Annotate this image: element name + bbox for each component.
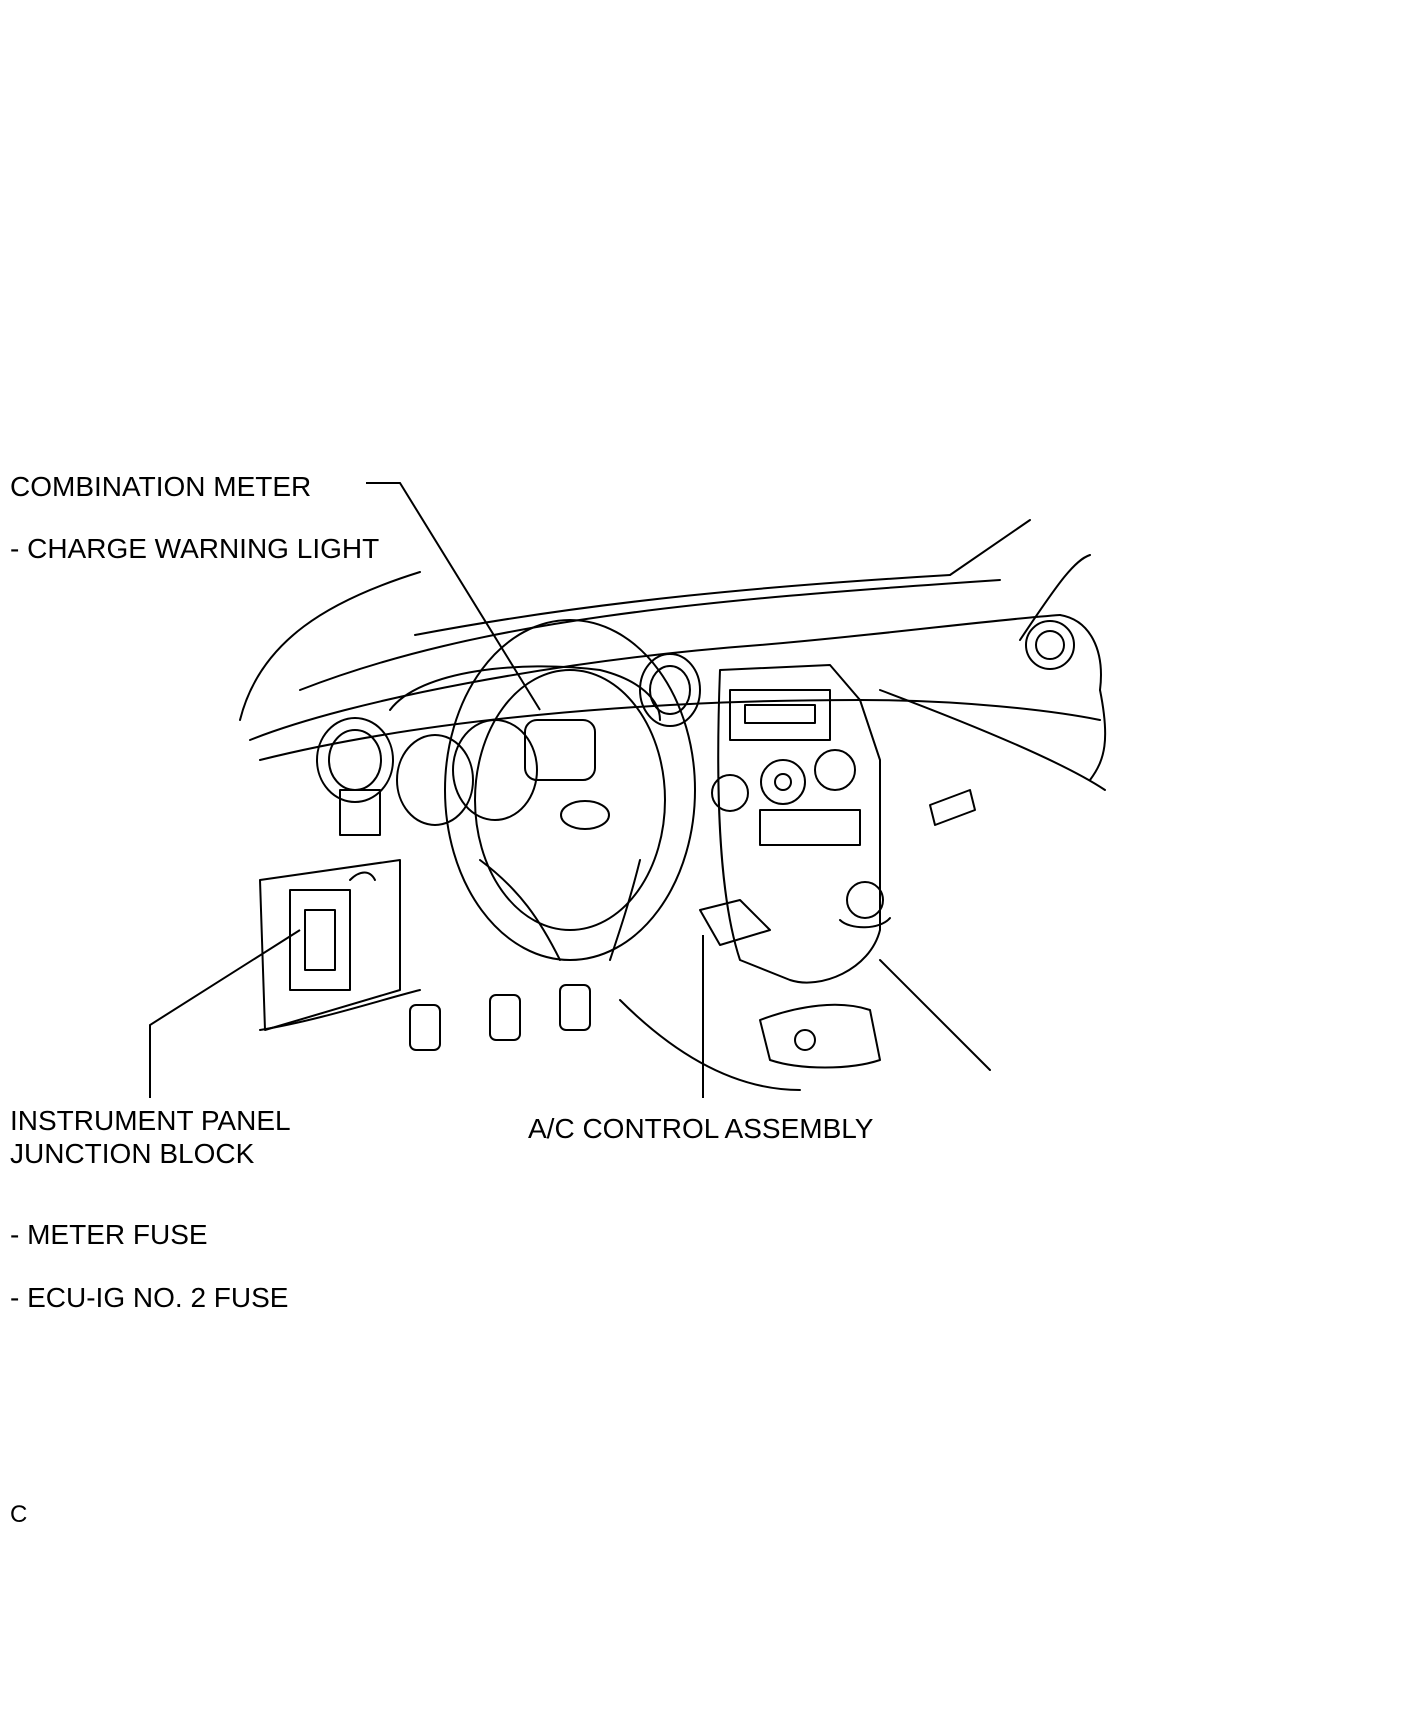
glovebox-handle xyxy=(929,789,976,826)
junction-block-body xyxy=(289,889,351,991)
hvac-knob-mid-inner xyxy=(774,773,792,791)
shift-knob xyxy=(846,881,884,919)
label-meter-fuse: - METER FUSE xyxy=(10,1219,208,1250)
label-instrument-panel-line2: JUNCTION BLOCK xyxy=(10,1138,255,1169)
dash-top-right xyxy=(1059,614,1102,691)
right-pillar xyxy=(949,519,1031,576)
dashboard-illustration xyxy=(239,519,1107,1091)
pedal-left xyxy=(409,1004,441,1051)
hvac-knob-right xyxy=(814,749,856,791)
label-instrument-panel-line1: INSTRUMENT PANEL xyxy=(10,1105,291,1136)
label-ecu-ig-fuse: - ECU-IG NO. 2 FUSE xyxy=(10,1282,289,1313)
hvac-knob-left xyxy=(711,774,749,812)
ac-control-unit xyxy=(699,899,771,946)
radio-slot xyxy=(744,704,816,724)
leader-instrument-panel xyxy=(149,929,301,1098)
meter-hood xyxy=(389,665,661,721)
shift-boot xyxy=(839,917,891,929)
floor-line-right xyxy=(879,959,991,1071)
left-vent-outer xyxy=(316,717,394,803)
steering-spoke-left xyxy=(479,859,561,961)
upper-dash-line xyxy=(249,614,1061,741)
left-footwell xyxy=(259,989,421,1031)
windshield-base xyxy=(299,579,1001,691)
left-lower-panel xyxy=(259,859,401,1031)
steering-spoke-right xyxy=(609,859,641,961)
right-vent-inner xyxy=(1035,630,1065,660)
console-knob xyxy=(794,1029,816,1051)
right-pillar-2 xyxy=(1019,554,1091,641)
meter-gauge-left xyxy=(396,734,474,826)
label-ac-control-assembly: A/C CONTROL ASSEMBLY xyxy=(528,1113,874,1144)
leader-combination-meter xyxy=(366,482,541,711)
center-vent-inner xyxy=(649,665,691,715)
radio-unit xyxy=(729,689,831,741)
a-pillar-outline xyxy=(239,571,421,721)
pedal-mid xyxy=(489,994,521,1041)
meter-display xyxy=(524,719,596,781)
label-charge-warning-light: - CHARGE WARNING LIGHT xyxy=(10,533,380,564)
dash-lower-contour xyxy=(259,699,1101,761)
steering-wheel-outer xyxy=(444,619,696,961)
dash-right-front xyxy=(879,689,1106,791)
steering-hub xyxy=(560,800,610,830)
junction-block-detail xyxy=(304,909,336,971)
center-stack xyxy=(717,664,881,984)
junction-block-bracket xyxy=(349,871,376,881)
pedal-right xyxy=(559,984,591,1031)
left-square-vent xyxy=(339,789,381,836)
right-vent-outer xyxy=(1025,620,1075,670)
steering-wheel-inner xyxy=(474,669,666,931)
lower-panel xyxy=(759,809,861,846)
label-combination-meter: COMBINATION METER xyxy=(10,471,312,502)
dash-right-curve xyxy=(1089,689,1107,781)
center-vent-outer xyxy=(639,653,701,727)
floor-line-left xyxy=(619,999,801,1091)
corner-mark: C xyxy=(10,1501,28,1528)
floor-console xyxy=(759,1003,881,1069)
windshield-top-edge xyxy=(414,574,951,636)
hvac-knob-mid xyxy=(760,759,806,805)
